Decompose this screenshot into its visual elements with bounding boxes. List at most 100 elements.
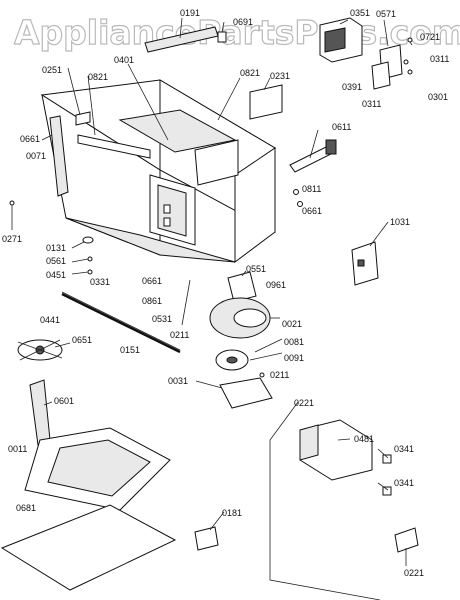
label-0481: 0481 — [354, 434, 374, 444]
label-0531: 0531 — [152, 314, 172, 324]
label-0221-bottom: 0221 — [404, 568, 424, 578]
leader — [339, 19, 349, 25]
leader — [209, 511, 225, 531]
label-0721: 0721 — [420, 32, 440, 42]
bracket-0601 — [29, 379, 51, 446]
card-0681 — [0, 504, 177, 591]
leader — [309, 129, 319, 159]
label-0301: 0301 — [428, 92, 448, 102]
leader — [221, 21, 225, 33]
label-0961: 0961 — [266, 280, 286, 290]
label-0071: 0071 — [26, 151, 46, 161]
label-0861: 0861 — [142, 296, 162, 306]
leader — [54, 342, 71, 348]
label-0151: 0151 — [120, 345, 140, 355]
leader — [71, 241, 85, 249]
screw-0311 — [403, 59, 409, 65]
label-0601: 0601 — [54, 396, 74, 406]
screw-0561 — [87, 256, 93, 262]
leader — [67, 67, 81, 116]
cabinet-right-wall — [234, 147, 276, 263]
cabinet-assembly — [9, 26, 283, 275]
base-plate-group — [24, 427, 171, 511]
label-0231: 0231 — [270, 71, 290, 81]
leader — [383, 19, 389, 47]
label-0351: 0351 — [350, 8, 370, 18]
label-0691: 0691 — [233, 17, 253, 27]
label-0341-top: 0341 — [394, 444, 414, 454]
label-0441: 0441 — [40, 315, 60, 325]
leader — [181, 279, 191, 326]
leader-0221 — [269, 401, 381, 600]
rod-0151 — [61, 292, 181, 354]
label-0221-top: 0221 — [294, 398, 314, 408]
label-0021: 0021 — [282, 319, 302, 329]
leader-lines — [11, 17, 413, 566]
door-switch — [163, 217, 171, 227]
leader — [337, 438, 351, 441]
label-0091: 0091 — [284, 353, 304, 363]
rod-0441 — [61, 291, 181, 351]
label-0571: 0571 — [376, 9, 396, 19]
label-0661-mid: 0661 — [142, 276, 162, 286]
screw-0661 — [297, 201, 303, 207]
leader — [409, 41, 413, 46]
latch-0691 — [217, 31, 227, 43]
leader — [241, 270, 247, 277]
bracket-0391 — [371, 61, 391, 90]
part-labels: 0191 0691 0351 0571 0721 0311 0251 0821 … — [2, 8, 449, 578]
label-0011: 0011 — [8, 444, 27, 454]
leader — [249, 352, 283, 361]
label-1031: 1031 — [390, 217, 410, 227]
control-panel-frame — [157, 184, 187, 237]
bracket-1031 — [351, 241, 379, 286]
leader — [217, 77, 241, 121]
label-0681: 0681 — [16, 503, 36, 513]
label-0561: 0561 — [46, 256, 66, 266]
leader — [263, 77, 271, 91]
bracket-0481-flange — [299, 424, 319, 461]
clip-0341 — [382, 486, 392, 496]
left-side-rail — [49, 115, 69, 197]
screw-0301 — [407, 69, 413, 75]
label-0211-upper: 0211 — [170, 330, 189, 340]
screw-0811 — [293, 189, 299, 195]
stirrer-group — [17, 291, 181, 446]
bracket-0251 — [75, 111, 91, 126]
bracket-1031-clip — [357, 259, 365, 267]
screw-0211 — [259, 372, 265, 378]
leader — [127, 63, 169, 141]
label-0651: 0651 — [72, 335, 92, 345]
label-0391: 0391 — [342, 82, 362, 92]
leader — [41, 134, 53, 141]
leader — [377, 448, 389, 459]
fan-shroud-0031 — [219, 377, 273, 409]
label-0821-left: 0821 — [88, 72, 108, 82]
clip-0341 — [382, 454, 392, 464]
screw-0721 — [407, 37, 413, 43]
leader — [179, 17, 183, 39]
magnetron-core — [324, 27, 346, 53]
label-0331: 0331 — [90, 277, 110, 287]
right-bracket-group — [299, 419, 419, 553]
inner-duct — [194, 139, 239, 186]
label-0401: 0401 — [114, 55, 134, 65]
fan-hub — [226, 356, 238, 364]
fan-motor-group — [209, 271, 273, 409]
label-0191: 0191 — [180, 8, 200, 18]
waveguide-cover — [118, 109, 237, 153]
label-0031: 0031 — [168, 376, 188, 386]
leader — [43, 401, 53, 406]
plate-0231 — [249, 84, 283, 120]
leader — [369, 221, 389, 247]
label-0451: 0451 — [46, 270, 66, 280]
label-0211-lower: 0211 — [270, 370, 289, 380]
leader — [71, 258, 89, 263]
door-switch — [163, 204, 171, 214]
bracket-1031-group — [351, 241, 379, 286]
label-0251: 0251 — [42, 65, 62, 75]
label-0661-left: 0661 — [20, 134, 40, 144]
label-0551: 0551 — [246, 264, 266, 274]
label-0821-right: 0821 — [240, 68, 260, 78]
label-0181: 0181 — [222, 508, 242, 518]
